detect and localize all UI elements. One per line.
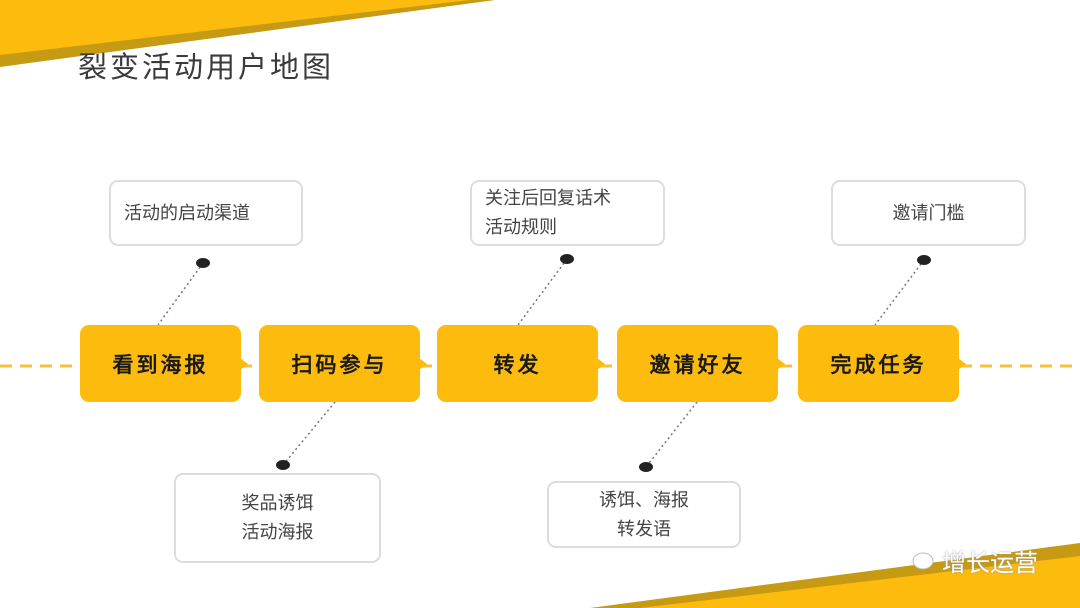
note-invite-threshold: 邀请门槛: [831, 180, 1026, 246]
connector-dot: [560, 254, 574, 264]
watermark: 增长运营: [900, 543, 1038, 578]
watermark-text: 增长运营: [942, 549, 1038, 577]
note-line: 诱饵、海报: [599, 489, 689, 511]
connector-dot: [917, 255, 931, 265]
step-share: 转发: [437, 325, 605, 402]
note-launch-channel: 活动的启动渠道: [109, 180, 303, 246]
step-see-poster: 看到海报: [80, 325, 248, 402]
connector-line: [645, 401, 698, 468]
note-line: 活动规则: [485, 217, 557, 238]
connector-dot: [276, 460, 290, 470]
note-reply-rules: 关注后回复话术 活动规则: [470, 180, 665, 246]
note-line: 奖品诱饵: [241, 493, 314, 514]
connector-dot: [196, 258, 210, 268]
step-invite-friends: 邀请好友: [617, 325, 785, 402]
wechat-icon: [900, 544, 936, 578]
connector-dot: [639, 462, 653, 472]
connector-line: [517, 258, 568, 326]
note-line: 邀请门槛: [892, 202, 965, 224]
note-line: 关注后回复话术: [485, 188, 611, 209]
step-complete-task: 完成任务: [798, 325, 966, 402]
note-line: 转发语: [617, 518, 671, 540]
note-bait-share-text: 诱饵、海报 转发语: [547, 481, 741, 548]
connector-line: [282, 401, 336, 466]
note-prize-poster: 奖品诱饵 活动海报: [174, 473, 381, 563]
step-scan-join: 扫码参与: [259, 325, 427, 402]
note-line: 活动海报: [241, 522, 314, 543]
connector-line: [874, 259, 925, 326]
page-title: 裂变活动用户地图: [78, 50, 335, 84]
note-line: 活动的启动渠道: [124, 202, 250, 224]
connector-line: [157, 262, 204, 326]
